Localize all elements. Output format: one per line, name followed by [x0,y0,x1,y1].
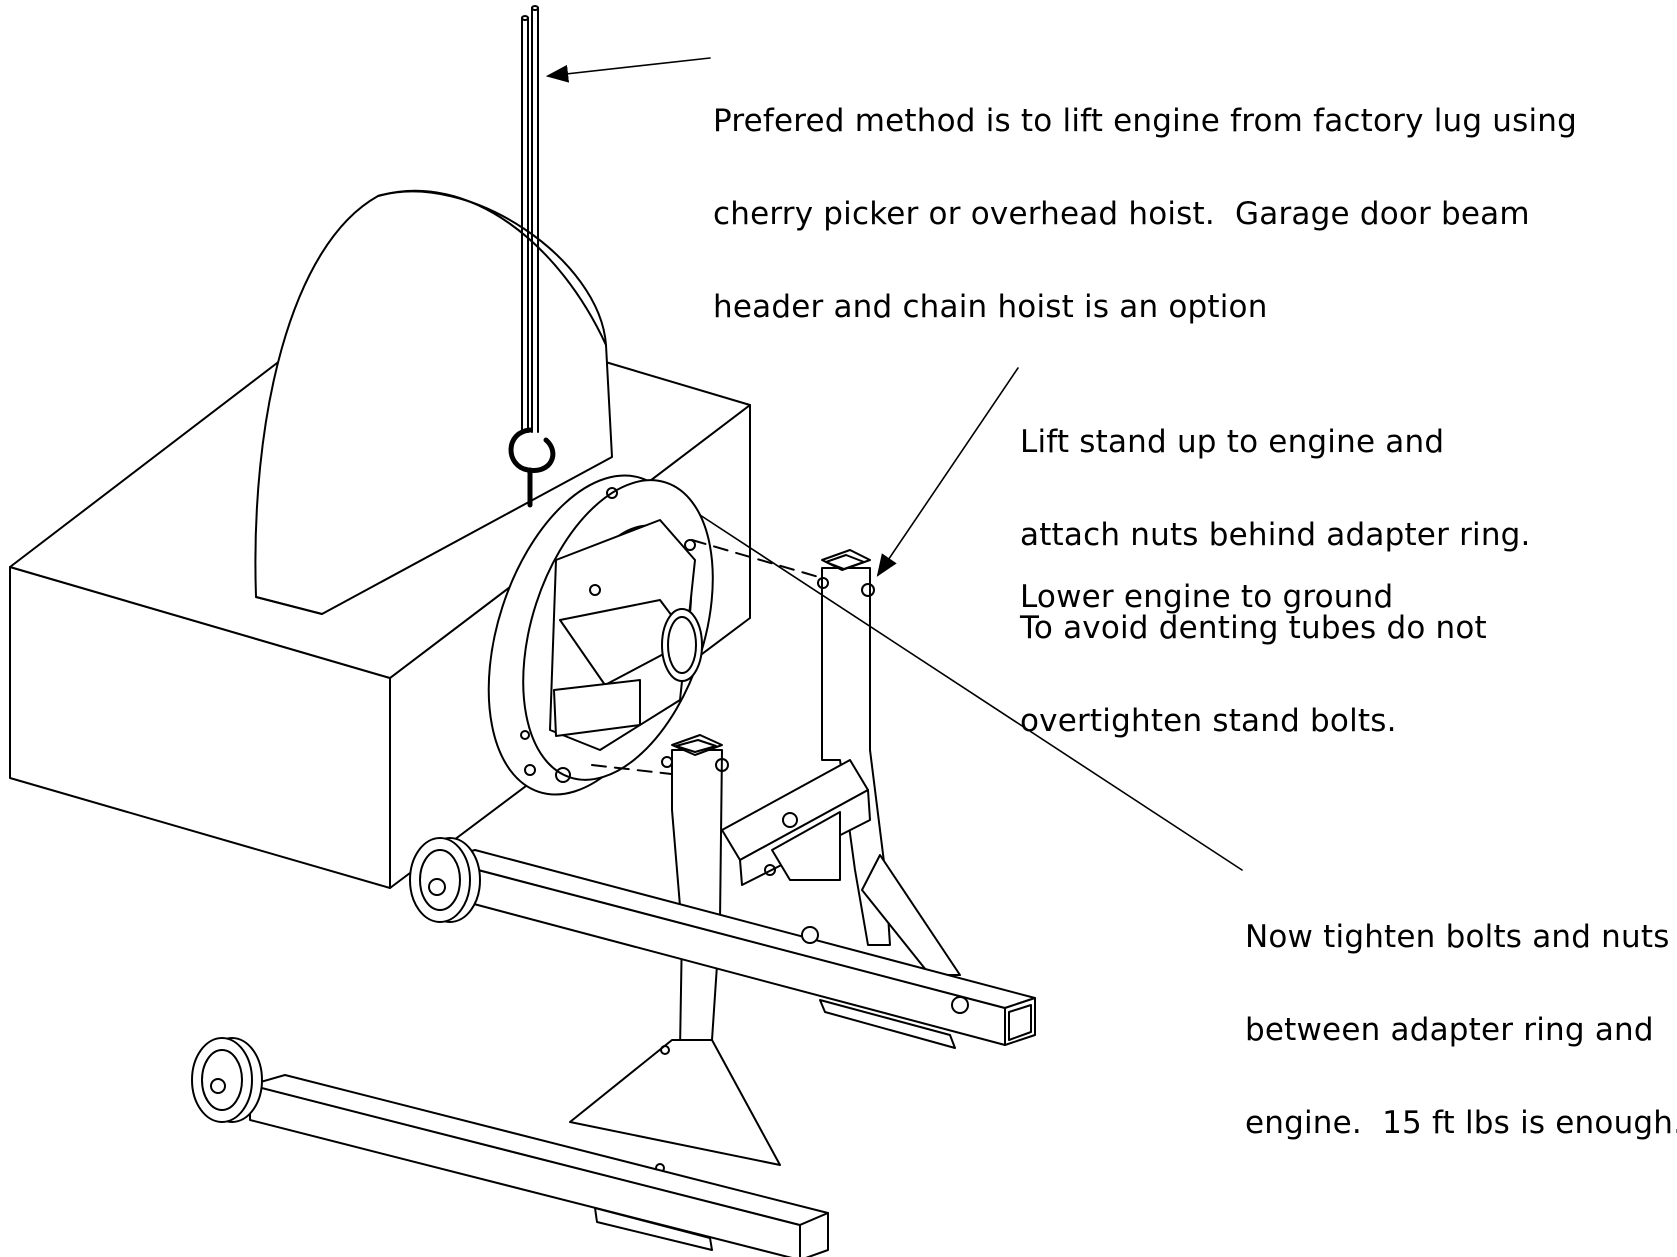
note-lower-engine: Lower engine to ground [1020,520,1393,644]
note-line: engine. 15 ft lbs is enough. [1245,1105,1677,1141]
note-line: between adapter ring and [1245,1012,1654,1048]
note-attach-stand: Lift stand up to engine and attach nuts … [1020,365,1531,768]
note-lift-method: Prefered method is to lift engine from f… [713,44,1577,354]
note-line: Prefered method is to lift engine from f… [713,103,1578,139]
note-line: Lift stand up to engine and [1020,424,1445,460]
alignment-lines [591,539,823,776]
rear-base-leg [439,849,1036,1049]
note-tighten-bolts: Now tighten bolts and nuts between adapt… [1245,860,1677,1170]
leader-tighten [699,514,1243,871]
front-caster [191,1037,263,1123]
note-line: cherry picker or overhead hoist. Garage … [713,196,1530,232]
note-line: To avoid denting tubes do not [1020,610,1487,646]
leader-lift [545,57,711,83]
leader-lines [545,57,1243,871]
front-base-leg [249,1074,829,1257]
leader-stand [876,367,1019,577]
hoist-rods [508,5,556,508]
cross-beam [721,759,871,886]
note-line: overtighten stand bolts. [1020,703,1397,739]
rear-caster [409,837,481,923]
note-line: attach nuts behind adapter ring. [1020,517,1531,553]
rear-upright [817,549,961,976]
adapter-ring [487,474,714,796]
note-line: Now tighten bolts and nuts [1245,919,1670,955]
note-line: header and chain hoist is an option [713,289,1268,325]
note-line: Lower engine to ground [1020,579,1394,615]
front-upright [569,734,781,1173]
